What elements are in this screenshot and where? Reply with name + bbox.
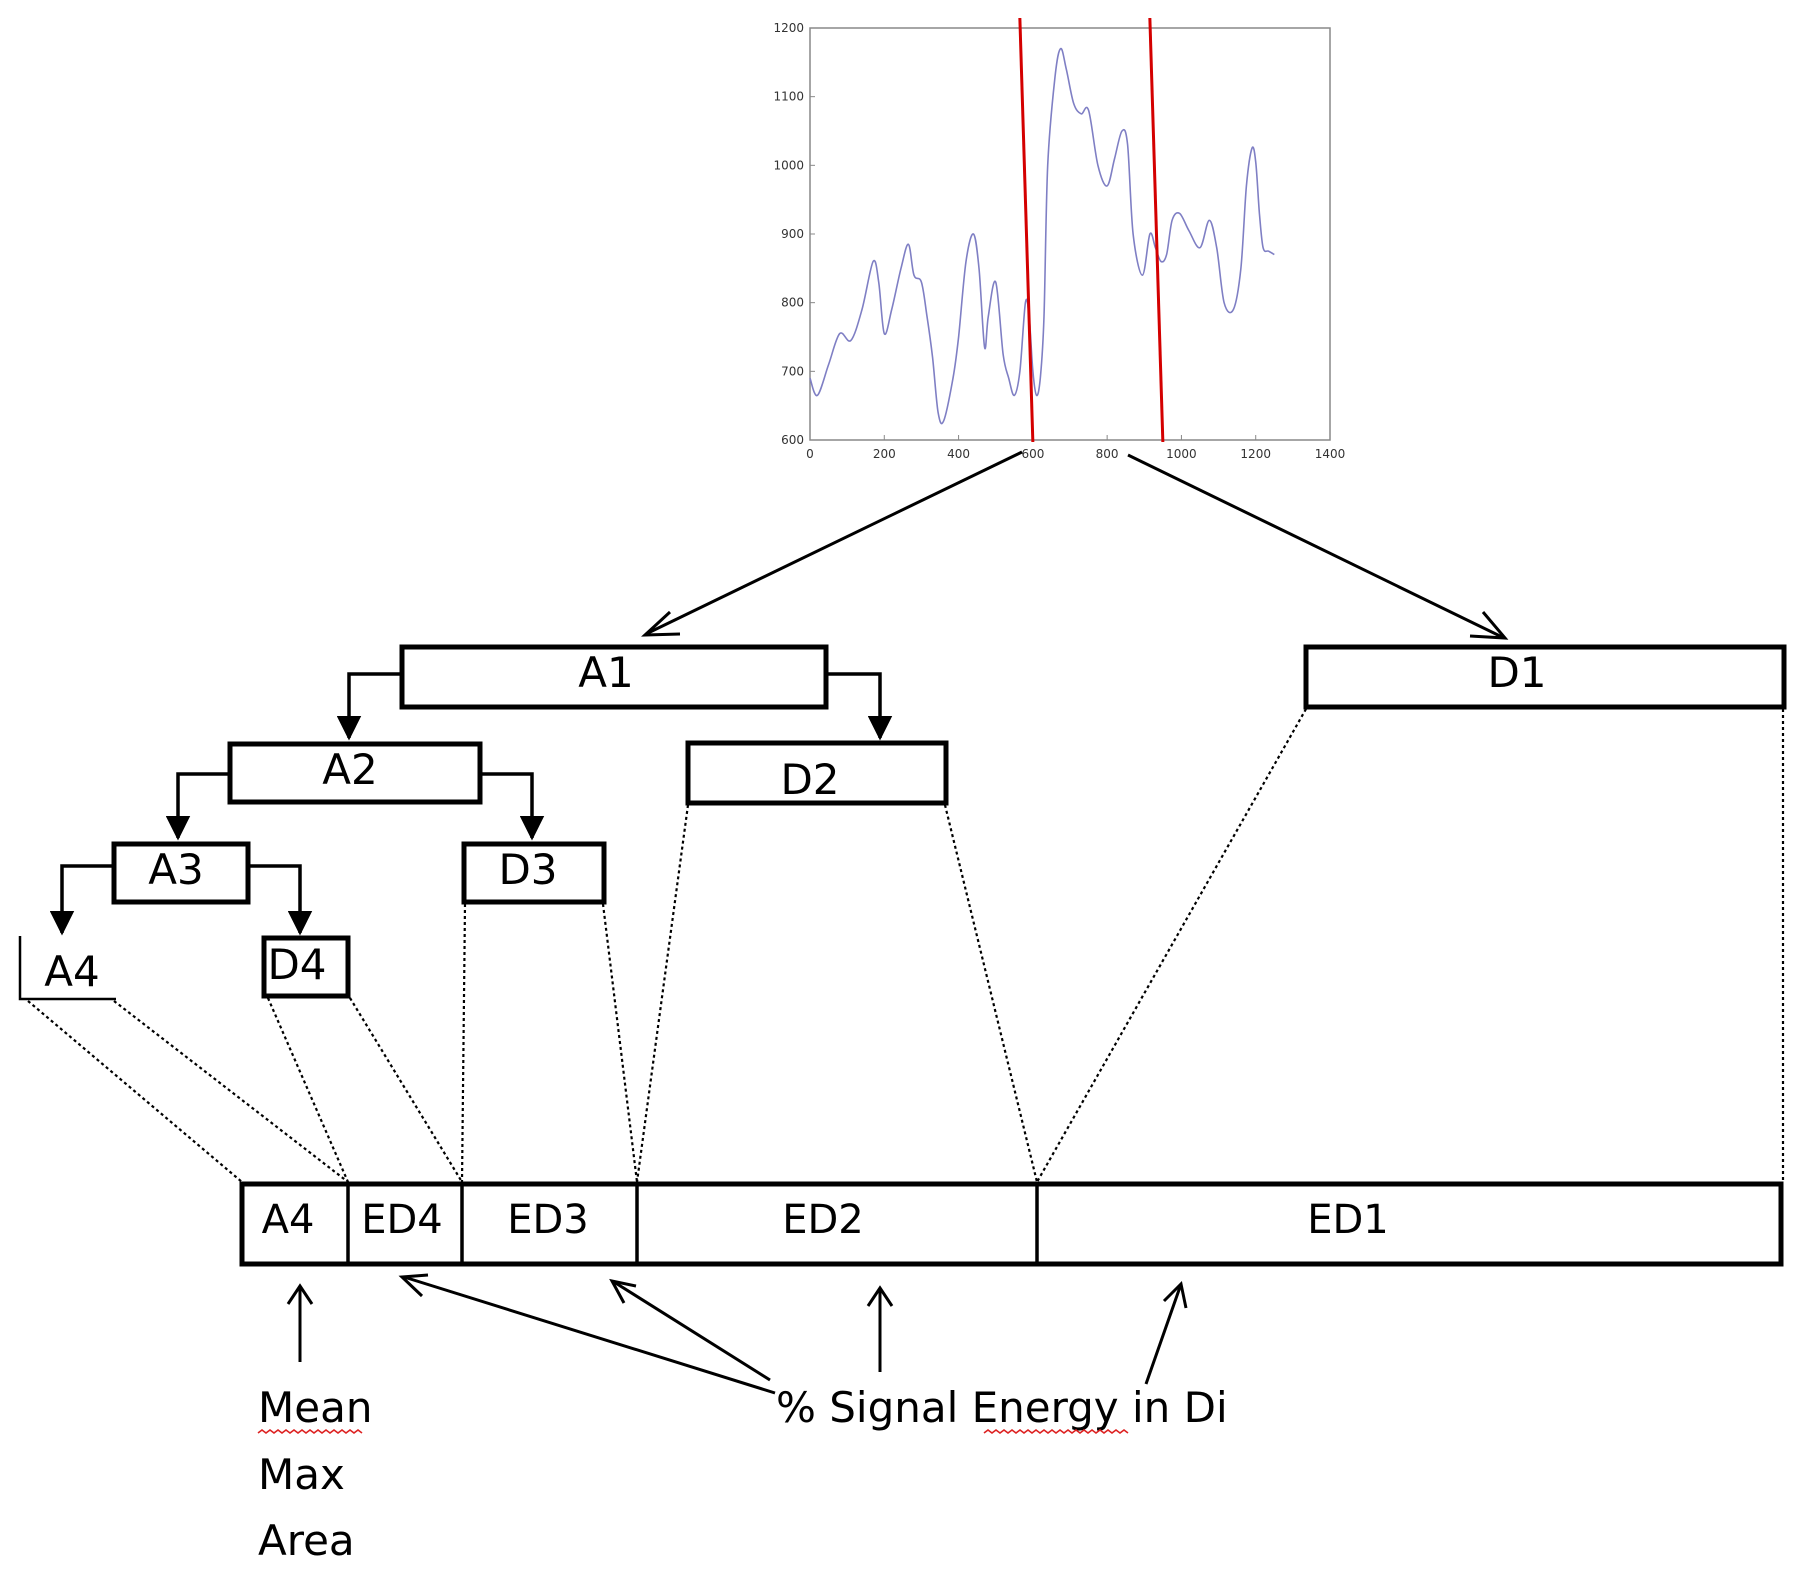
- node-d3: D3: [461, 841, 607, 905]
- energy-vector: A4 ED4 ED3 ED2 ED1: [239, 1181, 1784, 1267]
- a2-to-a3-connector: [165, 772, 230, 841]
- x-tick-label: 600: [1021, 447, 1044, 461]
- y-tick-label: 1000: [773, 158, 804, 172]
- node-a2: A2: [227, 741, 483, 805]
- signal-to-a1-arrow: [647, 450, 1023, 635]
- pointer-ed2-head: [866, 1285, 894, 1307]
- x-tick-label: 800: [1096, 447, 1119, 461]
- d2-right-projection: [943, 804, 1039, 1183]
- node-a3: A3: [111, 841, 251, 905]
- node-d2-box: [685, 740, 949, 806]
- d4-right-projection: [349, 997, 463, 1183]
- spellcheck-underline: [983, 1429, 1129, 1434]
- decomposition-tree: A1 D1 A2 D2 A3 D3 A4 D4: [18, 644, 1787, 1001]
- d3-left-projection: [460, 903, 467, 1183]
- projection-lines: [27, 708, 1785, 1183]
- node-a4: A4: [18, 936, 116, 1001]
- energy-cell-ed1: ED1: [1307, 1197, 1389, 1243]
- a1-to-a2-connector: [336, 672, 402, 741]
- plot-ticks: [809, 27, 1331, 441]
- node-d2: D2: [685, 740, 949, 806]
- caption-mean: Mean: [258, 1383, 372, 1432]
- x-tick-label: 0: [806, 447, 814, 461]
- x-tick-label: 200: [873, 447, 896, 461]
- captions: Mean Max Area % Signal Energy in Di: [257, 1383, 1228, 1565]
- caption-signal-energy: % Signal Energy in Di: [776, 1383, 1228, 1432]
- energy-cell-ed2: ED2: [782, 1197, 864, 1243]
- node-a3-box: [111, 841, 251, 905]
- node-a2-box: [227, 741, 483, 805]
- node-d3-label: D3: [498, 845, 557, 894]
- d1-left-projection: [1036, 708, 1307, 1183]
- node-d3-box: [461, 841, 607, 905]
- energy-cell-ed3: ED3: [507, 1197, 589, 1243]
- signal-to-d1-arrowhead: [1469, 611, 1509, 640]
- pointer-ed4: [403, 1275, 776, 1395]
- node-a1-label: A1: [578, 648, 633, 697]
- node-a4-bracket: [18, 936, 116, 1001]
- pointer-ed1-head: [1162, 1280, 1188, 1309]
- bottom-pointers: [286, 1273, 1188, 1395]
- y-tick-label: 1100: [773, 90, 804, 104]
- d3-right-projection: [601, 903, 639, 1183]
- signal-series-line: [809, 47, 1275, 425]
- caption-area: Area: [258, 1516, 355, 1565]
- node-d2-label: D2: [780, 755, 839, 804]
- d4-left-projection: [266, 997, 350, 1183]
- a1-to-d2-connector: [826, 672, 893, 741]
- x-tick-label: 1000: [1166, 447, 1197, 461]
- window-marker-line: [1148, 17, 1165, 443]
- pointer-ed3: [613, 1280, 771, 1382]
- signal-plot: 0 200 400 600 800 1000 1200 1400 600 700…: [773, 17, 1345, 461]
- x-tick-label: 1200: [1240, 447, 1271, 461]
- pointer-ed4-head: [398, 1273, 429, 1298]
- signal-to-d1-arrow: [1127, 453, 1503, 639]
- d2-left-projection: [635, 804, 690, 1183]
- energy-cell-a4: A4: [262, 1197, 315, 1243]
- a2-to-d3-connector: [480, 772, 545, 841]
- tree-connectors: [49, 672, 893, 936]
- y-tick-label: 600: [781, 433, 804, 447]
- x-tick-label: 1400: [1315, 447, 1346, 461]
- node-a1-box: [399, 644, 829, 710]
- window-markers: [1018, 17, 1165, 443]
- node-d1-label: D1: [1487, 648, 1546, 697]
- a3-to-a4-connector: [49, 864, 114, 936]
- node-a3-label: A3: [148, 845, 203, 894]
- window-marker-line: [1018, 17, 1035, 443]
- a4-left-projection: [27, 1000, 243, 1183]
- node-d4-box: [261, 935, 351, 999]
- node-d4-label: D4: [267, 940, 326, 989]
- pointer-ed3-head: [609, 1278, 637, 1304]
- a3-to-d4-connector: [248, 864, 313, 936]
- y-tick-labels: 600 700 800 900 1000 1100 1200: [773, 21, 804, 447]
- y-tick-label: 900: [781, 227, 804, 241]
- pointer-ed1: [1144, 1286, 1182, 1385]
- node-d1: D1: [1303, 644, 1787, 710]
- y-tick-label: 1200: [773, 21, 804, 35]
- spellcheck-underline: [257, 1429, 363, 1434]
- node-a4-label: A4: [44, 947, 99, 996]
- x-tick-labels: 0 200 400 600 800 1000 1200 1400: [806, 447, 1345, 461]
- caption-max: Max: [258, 1450, 345, 1499]
- node-d4: D4: [261, 935, 351, 999]
- node-a2-label: A2: [322, 745, 377, 794]
- pointer-a4-head: [286, 1283, 314, 1305]
- a4-right-projection: [113, 1000, 349, 1183]
- node-a1: A1: [399, 644, 829, 710]
- x-tick-label: 400: [947, 447, 970, 461]
- node-d1-box: [1303, 644, 1787, 710]
- y-tick-label: 800: [781, 296, 804, 310]
- energy-cell-ed4: ED4: [361, 1197, 443, 1243]
- y-tick-label: 700: [781, 364, 804, 378]
- signal-to-a1-arrowhead: [641, 610, 681, 637]
- energy-vector-frame: [239, 1181, 1784, 1267]
